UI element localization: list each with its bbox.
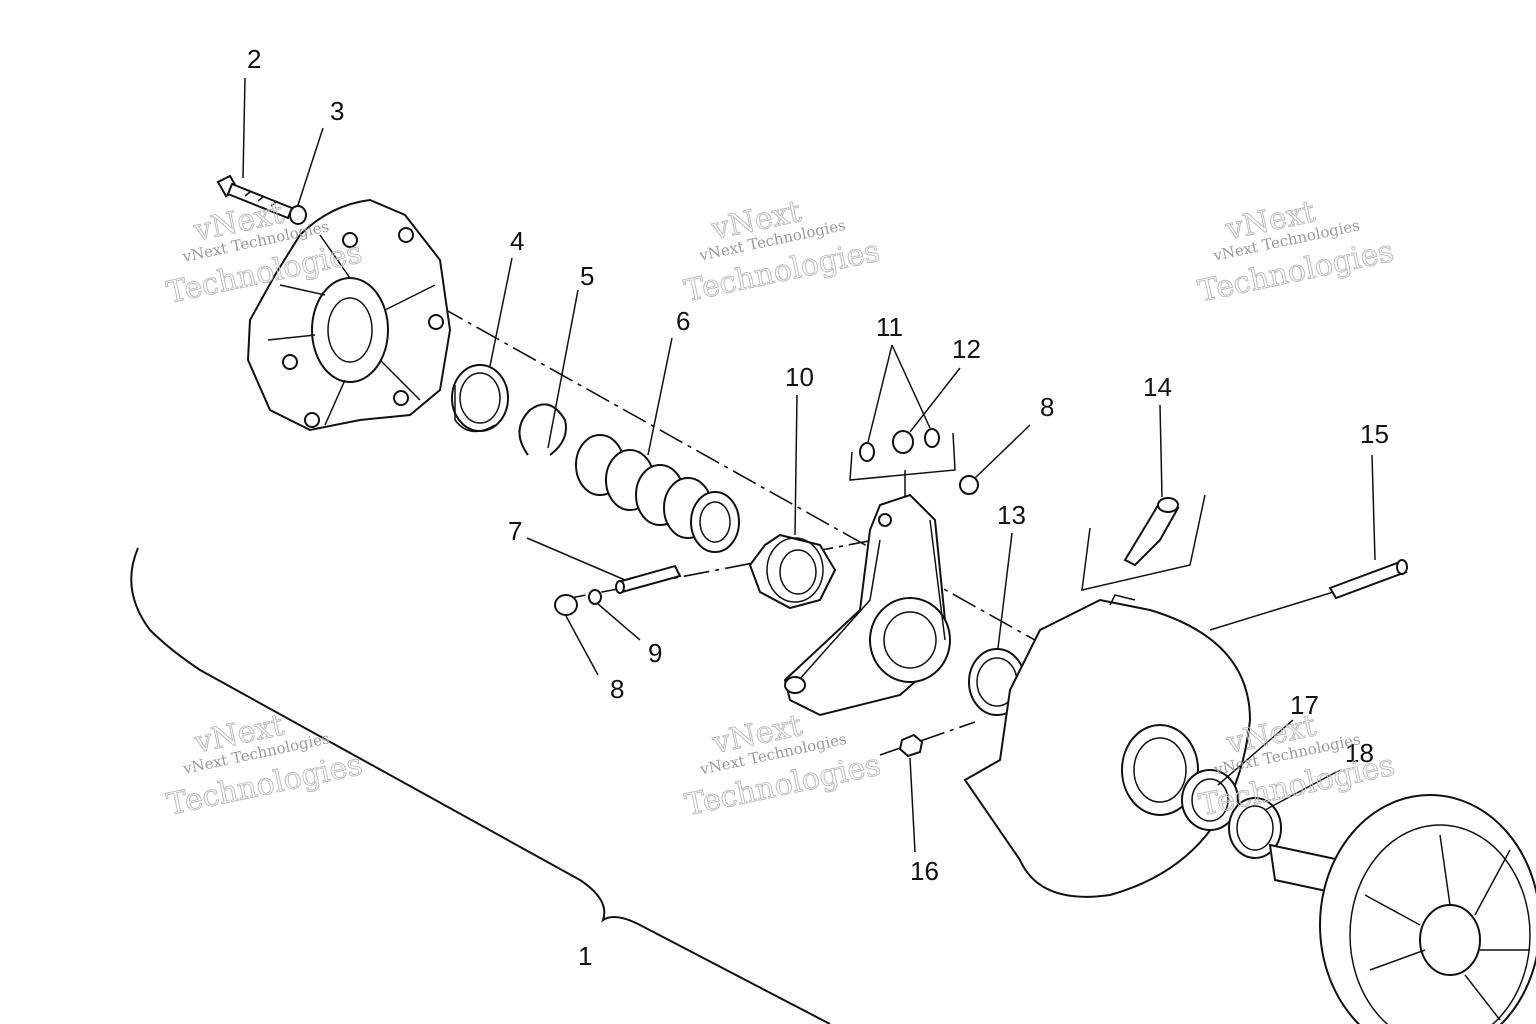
label-14: 14 [1143, 372, 1172, 402]
roller-lower [554, 594, 578, 616]
bolt [216, 174, 294, 220]
label-7: 7 [508, 516, 522, 546]
nut [898, 733, 924, 758]
assembly-bracket [130, 547, 831, 1024]
washer [289, 205, 307, 225]
label-10: 10 [785, 362, 814, 392]
label-12: 12 [952, 334, 981, 364]
label-6: 6 [676, 306, 690, 336]
label-9: 9 [648, 638, 662, 668]
watermark-bottom-right: vNext vNext Technologies Technologies [1196, 708, 1398, 824]
cam-weight [1081, 494, 1206, 591]
pin [615, 564, 682, 594]
cam-arm-assembly [783, 493, 951, 717]
label-3: 3 [330, 96, 344, 126]
thrust-washer [588, 589, 602, 605]
roller-upper [959, 475, 979, 495]
label-1: 1 [578, 941, 592, 971]
label-15: 15 [1360, 419, 1389, 449]
part-labels: 1 2 3 4 5 6 7 8 8 9 10 11 12 13 14 15 16… [247, 44, 1389, 971]
label-17: 17 [1290, 690, 1319, 720]
label-11: 11 [876, 312, 903, 342]
label-5: 5 [580, 261, 594, 291]
fixed-sheave [1268, 794, 1536, 1024]
watermark-bottom-center: vNext vNext Technologies Technologies [682, 708, 884, 824]
watermark-top-right: vNext vNext Technologies Technologies [1195, 194, 1397, 310]
label-13: 13 [997, 500, 1026, 530]
snap-ring [518, 403, 567, 456]
label-16: 16 [910, 856, 939, 886]
label-8-lower: 8 [610, 674, 624, 704]
spider-housing [748, 533, 837, 610]
label-18: 18 [1345, 738, 1374, 768]
label-4: 4 [510, 226, 524, 256]
sheave-bushing [1181, 769, 1239, 831]
watermark-bottom-left: vNext vNext Technologies Technologies [164, 707, 366, 823]
watermark-top-center: vNext vNext Technologies Technologies [681, 194, 883, 310]
leader-lines [242, 77, 1376, 853]
label-8-upper: 8 [1040, 392, 1054, 422]
moveable-sheave [963, 594, 1252, 898]
retaining-ring [1228, 797, 1282, 859]
clutch-cover [246, 198, 452, 432]
bushing [451, 364, 509, 433]
roller-kit [849, 428, 956, 500]
spring [575, 434, 740, 553]
label-2: 2 [247, 44, 261, 74]
shaft-pin [1328, 559, 1408, 600]
